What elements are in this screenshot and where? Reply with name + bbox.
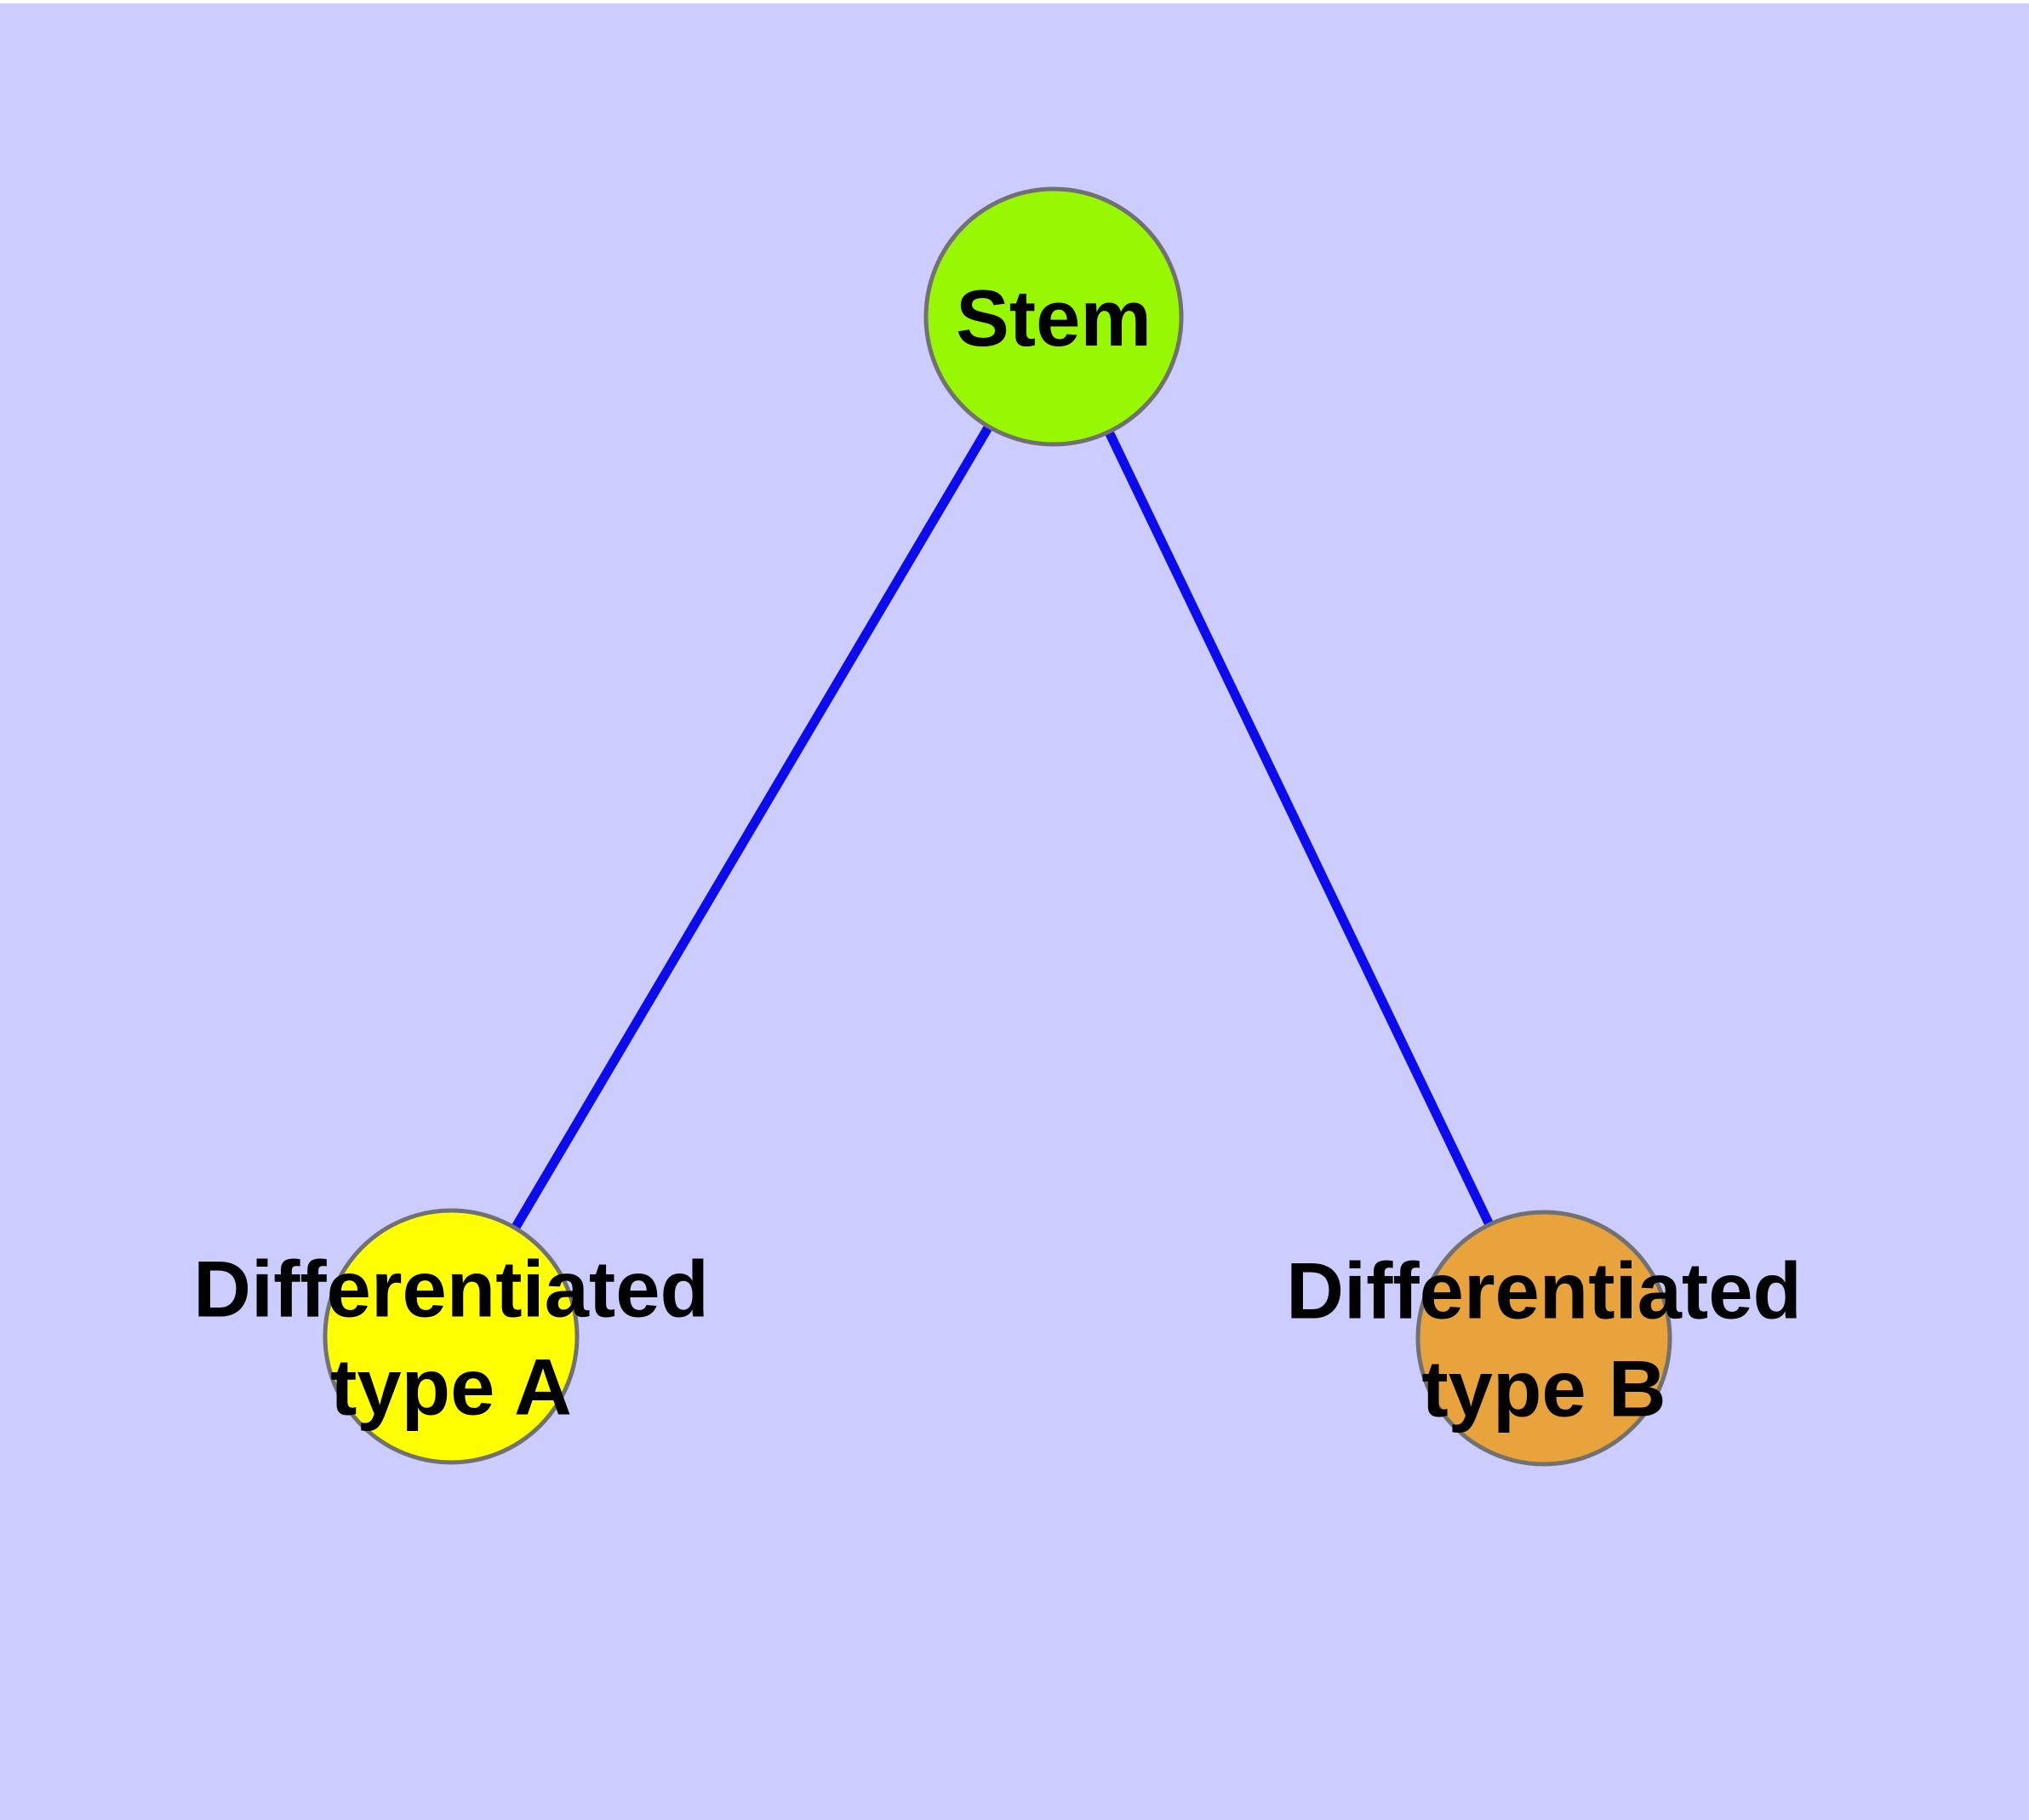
- node-diff-type-b-circle: [1415, 1210, 1672, 1467]
- node-diff-type-a-label-line-1: Differentiated: [193, 1245, 709, 1334]
- edge-stem-diff-type-a: [447, 314, 1058, 1339]
- node-stem-label-line-1: Stem: [956, 273, 1152, 363]
- top-border-strip: [0, 0, 2029, 3]
- nodes-layer: [323, 186, 1672, 1467]
- node-stem-label: Stem: [956, 273, 1152, 363]
- node-diff-type-a-circle: [323, 1208, 580, 1465]
- edges-layer: [447, 314, 1548, 1341]
- node-stem-circle: [923, 186, 1184, 447]
- edge-stem-diff-type-b: [1049, 314, 1548, 1341]
- node-diff-type-a-label-line-2: type A: [330, 1342, 572, 1432]
- node-diff-type-b-label-line-2: type B: [1421, 1344, 1666, 1434]
- node-diff-type-b-label-line-1: Differentiated: [1286, 1246, 1802, 1336]
